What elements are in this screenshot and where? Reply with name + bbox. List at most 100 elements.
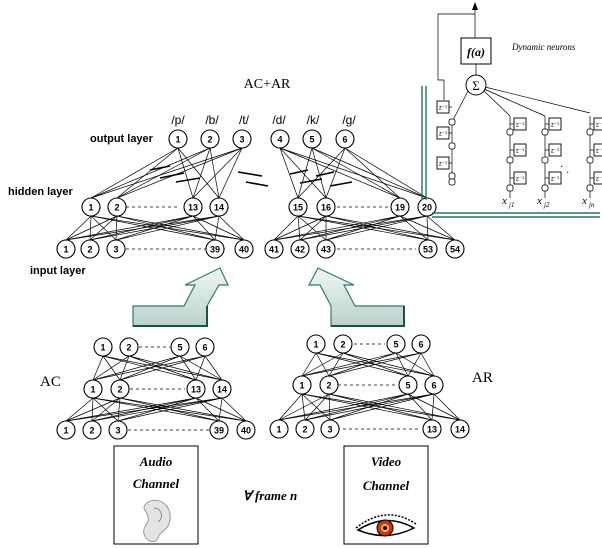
connection — [278, 393, 435, 421]
hidden-node-20-label: 20 — [422, 202, 432, 212]
output-node-1: 1 — [168, 129, 188, 149]
phoneme-4: /k/ — [307, 113, 320, 127]
hidden-node-19-label: 19 — [395, 202, 405, 212]
connection — [92, 355, 206, 381]
input-delay-1-2-label: z⁻¹ — [551, 177, 559, 183]
audio-subtitle: Channel — [133, 476, 180, 491]
ar-input-node-2-label: 2 — [302, 424, 307, 434]
input-delay-1-1-label: z⁻¹ — [551, 149, 559, 155]
video-title: Video — [371, 454, 402, 469]
input-label-1: x — [536, 195, 542, 207]
ar-output-node-2: 2 — [333, 334, 353, 354]
connection — [192, 147, 243, 199]
connection — [329, 393, 435, 421]
input-subscript-0: j1 — [508, 201, 514, 209]
connection — [116, 147, 243, 199]
connection — [218, 147, 243, 199]
connection — [221, 397, 247, 422]
phoneme-3: /d/ — [272, 113, 286, 127]
connection — [214, 215, 220, 241]
ac-output-node-5: 5 — [170, 337, 190, 357]
feedback-delay-1-label: z⁻¹ — [439, 132, 447, 138]
connection — [195, 355, 206, 381]
recurrent-stub — [245, 181, 269, 187]
connection — [92, 355, 181, 381]
input-subscript-2: jn — [588, 201, 595, 209]
input-node-40: 40 — [234, 239, 254, 259]
input-node-2: 2 — [80, 239, 100, 259]
connection — [304, 393, 435, 421]
ac-input-node-39: 39 — [209, 420, 229, 440]
hidden-node-1-label: 1 — [88, 202, 93, 212]
ar-input-node-2: 2 — [295, 419, 315, 439]
left-merge-arrow — [132, 267, 229, 327]
connection — [299, 215, 428, 241]
output-node-3: 3 — [232, 129, 252, 149]
ac-input-node-1: 1 — [56, 420, 76, 440]
input-label-2: x — [581, 195, 587, 207]
connection — [89, 215, 118, 241]
connection — [115, 215, 220, 241]
input-node-43: 43 — [316, 239, 336, 259]
feedback-delay-column: z⁻¹z⁻¹z⁻¹ — [436, 80, 456, 186]
input-delay-0-2-label: z⁻¹ — [516, 177, 524, 183]
connection — [177, 147, 194, 199]
input-delay-1-1: z⁻¹ — [548, 143, 562, 157]
connection — [116, 215, 245, 241]
ar-output-node-1-label: 1 — [313, 339, 318, 349]
junction — [506, 128, 514, 136]
input-node-53-label: 53 — [423, 244, 433, 254]
video-subtitle: Channel — [363, 478, 410, 493]
connection — [90, 147, 179, 199]
ar-output-node-6-label: 6 — [418, 339, 423, 349]
input-delay-2-0-label: z⁻¹ — [596, 123, 602, 129]
input-delay-1-0: z⁻¹ — [548, 117, 562, 131]
frame-caption: ∀ frame n — [243, 488, 297, 503]
connection — [311, 147, 401, 199]
ac-hidden-node-2-label: 2 — [117, 384, 122, 394]
ar-output-node-6: 6 — [411, 334, 431, 354]
connection — [297, 147, 313, 199]
connection — [433, 393, 461, 421]
connection — [218, 215, 245, 241]
hidden-node-19: 19 — [390, 197, 410, 217]
dynamic-neurons-label: Dynamic neurons — [511, 42, 576, 52]
input-node-40-label: 40 — [239, 244, 249, 254]
right-merge-arrow — [308, 267, 405, 327]
recurrent-stub — [175, 177, 201, 183]
ar-output-node-5: 5 — [386, 334, 406, 354]
ac-hidden-node-13: 13 — [186, 379, 206, 399]
junction — [448, 172, 456, 180]
ar-hidden-node-5-label: 5 — [405, 380, 410, 390]
connection — [342, 352, 435, 377]
connection — [304, 393, 330, 421]
hidden-node-2-label: 2 — [114, 202, 119, 212]
hidden-node-14-label: 14 — [214, 202, 224, 212]
input-subscript-1: j2 — [543, 201, 550, 209]
ar-hidden-node-6-label: 6 — [431, 380, 436, 390]
ar-hidden-node-2: 2 — [319, 375, 339, 395]
connection — [325, 215, 428, 241]
recurrent-stub — [159, 172, 185, 179]
connection — [92, 355, 104, 381]
connection — [218, 397, 223, 422]
connection — [65, 397, 197, 422]
input-delay-0-2: z⁻¹ — [513, 171, 527, 185]
connection — [426, 215, 456, 241]
junction — [586, 156, 594, 164]
connection — [91, 397, 223, 422]
connection — [344, 147, 428, 199]
summation-symbol: Σ — [472, 78, 480, 93]
ac-input-node-3: 3 — [108, 420, 128, 440]
connection — [344, 147, 401, 199]
hidden-node-16-label: 16 — [321, 202, 331, 212]
connection — [119, 355, 206, 381]
junction — [541, 184, 549, 192]
output-node-6-label: 6 — [342, 134, 347, 144]
ac-output-node-2-label: 2 — [126, 342, 131, 352]
connection — [65, 215, 220, 241]
input-node-43-label: 43 — [321, 244, 331, 254]
output-node-1-label: 1 — [175, 134, 180, 144]
connection — [301, 352, 344, 377]
